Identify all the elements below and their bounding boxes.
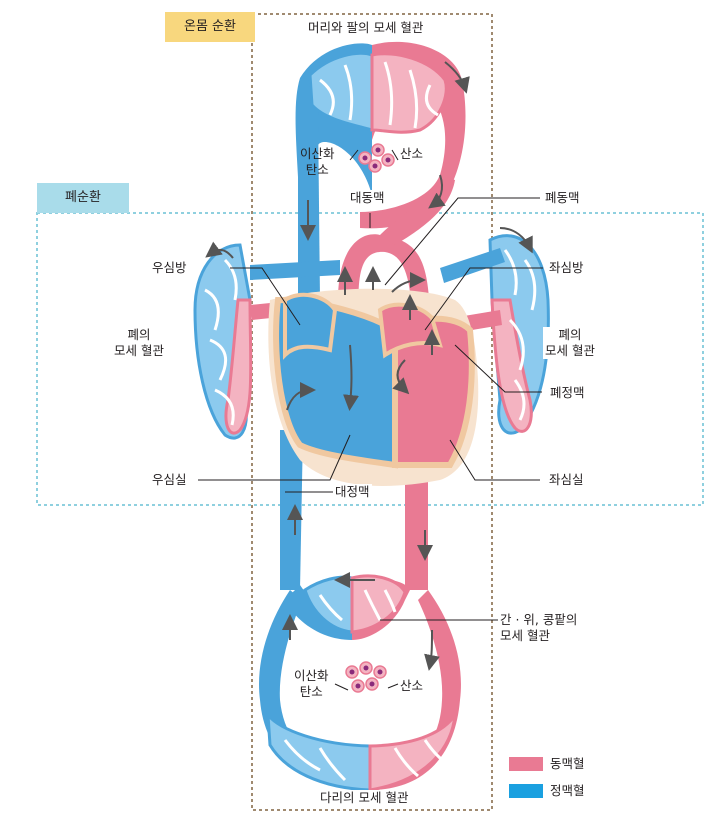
co2-bottom-label: 이산화 탄소: [294, 668, 329, 699]
pulmonary-artery-label: 폐동맥: [543, 190, 582, 206]
legend-artery-label: 동맥혈: [550, 756, 585, 771]
flow-arrows: [205, 61, 533, 671]
organ-capillary-bed: [285, 574, 410, 640]
organ-capillaries-label: 간 · 위, 콩팥의 모세 혈관: [498, 612, 580, 644]
leg-capillaries-label: 다리의 모세 혈관: [318, 790, 411, 806]
heart: [268, 288, 479, 486]
right-lung-capillary-bed: [193, 243, 253, 440]
legend-vein-swatch: [509, 784, 543, 798]
left-lung-capillaries-label: 폐의 모세 혈관: [543, 327, 597, 359]
leg-capillary-bed: [259, 590, 461, 792]
right-lung-capillaries-label: 폐의 모세 혈관: [112, 327, 166, 359]
gas-leader-lines: [334, 149, 399, 691]
right-atrium-label: 우심방: [150, 260, 189, 276]
pulmonary-circulation-tag: 폐순환: [37, 183, 129, 213]
aorta-to-head: [380, 175, 455, 245]
gas-exchange-cells-top: [358, 143, 395, 173]
o2-bottom-label: 산소: [400, 678, 424, 693]
left-atrium-label: 좌심방: [547, 260, 586, 276]
head-capillaries-label: 머리와 팔의 모세 혈관: [308, 20, 424, 35]
gas-exchange-cells-bottom: [345, 661, 387, 693]
legend-artery-swatch: [509, 757, 543, 771]
o2-top-label: 산소: [400, 146, 424, 161]
right-ventricle-label: 우심실: [150, 472, 189, 488]
legend-vein-label: 정맥혈: [550, 783, 585, 798]
pulmonary-artery-vessels: [250, 248, 505, 283]
systemic-circulation-tag: 온몸 순환: [165, 12, 255, 42]
aorta-label: 대동맥: [348, 190, 387, 206]
left-ventricle-label: 좌심실: [547, 472, 586, 488]
systemic-circulation-box: [251, 13, 493, 811]
leader-lines: [198, 197, 543, 621]
vena-cava-label: 대정맥: [333, 484, 372, 500]
co2-top-label: 이산화 탄소: [300, 146, 335, 177]
pulmonary-vein-label: 폐정맥: [548, 385, 587, 401]
left-lung-capillary-bed: [488, 234, 550, 435]
